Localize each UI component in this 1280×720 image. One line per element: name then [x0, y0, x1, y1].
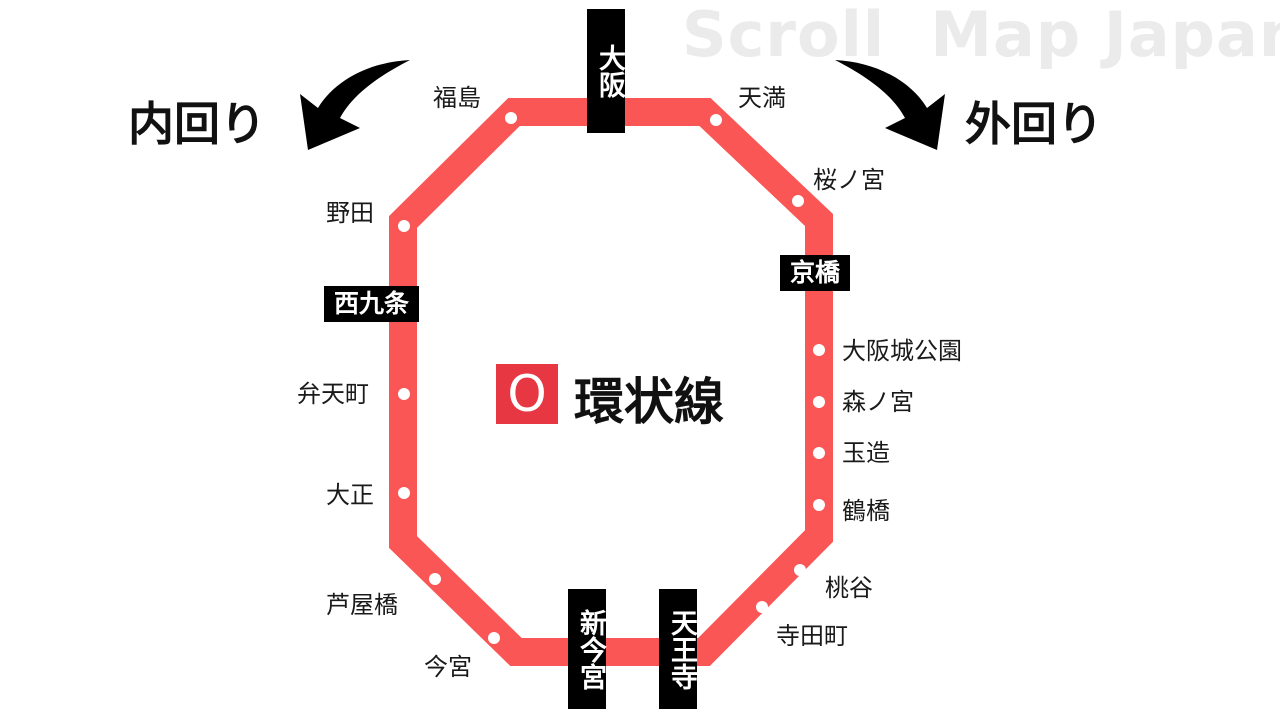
- station-dot-teradacho: [756, 601, 768, 613]
- station-dot-morinomiya: [813, 396, 825, 408]
- station-dot-temma: [710, 114, 722, 126]
- station-label-morinomiya: 森ノ宮: [842, 388, 914, 416]
- outer-loop-arrow-icon: [835, 60, 945, 150]
- station-label-osakajokoen: 大阪城公園: [842, 337, 962, 365]
- major-station-nishikujo: 西九条: [324, 286, 420, 322]
- station-dot-fukushima: [505, 112, 517, 124]
- station-label-tsuruhashi: 鶴橋: [842, 497, 890, 525]
- line-symbol-badge: O: [496, 364, 558, 424]
- station-dots: [398, 112, 825, 644]
- major-station-tennoji: 天王寺: [659, 589, 697, 709]
- station-dot-tamatsukuri: [813, 447, 825, 459]
- station-label-fukushima: 福島: [433, 84, 481, 112]
- station-label-taisho: 大正: [326, 481, 374, 509]
- station-dot-noda: [398, 220, 410, 232]
- station-dot-tsuruhashi: [813, 499, 825, 511]
- major-station-osaka: 大阪: [587, 9, 625, 133]
- station-label-sakuranomiya: 桜ノ宮: [813, 166, 885, 194]
- station-label-teradacho: 寺田町: [776, 622, 848, 650]
- station-label-bentencho: 弁天町: [297, 380, 369, 408]
- station-label-momodani: 桃谷: [825, 574, 873, 602]
- major-station-shin-imamiya: 新今宮: [568, 589, 606, 709]
- station-label-imamiya: 今宮: [424, 653, 472, 681]
- line-symbol-letter: O: [507, 365, 547, 423]
- inner-loop-label: 内回り: [128, 97, 266, 151]
- line-name: 環状線: [574, 373, 724, 431]
- station-label-temma: 天満: [738, 84, 786, 112]
- outer-loop-label: 外回り: [965, 97, 1103, 151]
- station-label-ashiharabashi: 芦屋橋: [326, 591, 398, 619]
- station-dot-imamiya: [488, 632, 500, 644]
- station-dot-ashiharabashi: [429, 573, 441, 585]
- station-dot-momodani: [794, 564, 806, 576]
- major-station-kyobashi: 京橋: [780, 255, 851, 291]
- station-dot-sakuranomiya: [792, 195, 804, 207]
- loop-line-track: [389, 98, 833, 666]
- station-dot-taisho: [398, 487, 410, 499]
- station-dot-bentencho: [398, 388, 410, 400]
- watermark: Scroll Map Japan: [682, 0, 1280, 71]
- inner-loop-arrow-icon: [300, 60, 410, 150]
- station-dot-osakajokoen: [813, 344, 825, 356]
- station-label-noda: 野田: [326, 199, 374, 227]
- station-label-tamatsukuri: 玉造: [842, 439, 890, 467]
